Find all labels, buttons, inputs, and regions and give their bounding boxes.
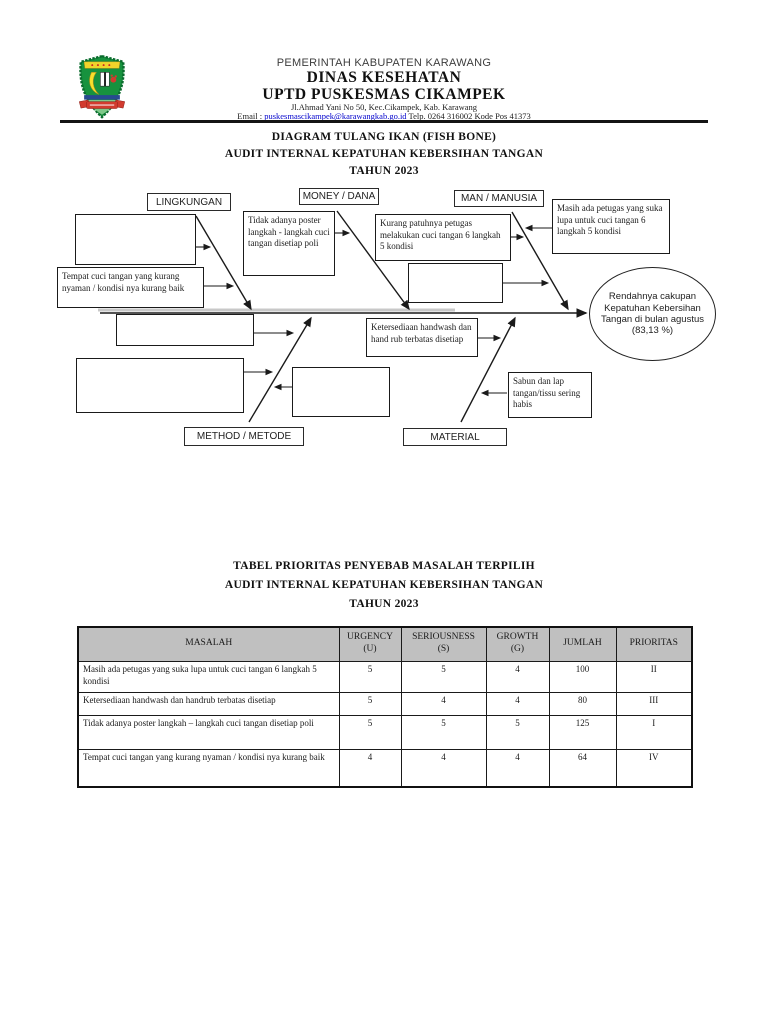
cell-masalah: Ketersediaan handwash dan handrub terbat… <box>77 691 340 716</box>
letterhead-address: Jl.Ahmad Yani No 50, Kec.Cikampek, Kab. … <box>290 102 478 112</box>
letterhead-government: PEMERINTAH KABUPATEN KARAWANG <box>276 57 492 69</box>
cell-growth: 4 <box>485 660 550 693</box>
cell-growth: 5 <box>485 714 550 750</box>
cell-seriousness: 4 <box>400 691 487 716</box>
col-header-growth-sub: (G) <box>510 644 525 655</box>
cause-box-empty-3 <box>116 314 254 346</box>
letterhead-contact-line: Email : puskesmascikampek@karawangkab.go… <box>0 111 768 121</box>
letterhead-department: DINAS KESEHATAN <box>306 69 462 86</box>
col-header-growth-label: GROWTH <box>496 632 539 643</box>
cell-jumlah: 64 <box>548 748 617 787</box>
cell-growth: 4 <box>485 748 550 787</box>
karawang-regency-seal-icon <box>76 54 128 120</box>
cause-box-empty-4 <box>76 358 244 413</box>
letterhead-unit: UPTD PUSKESMAS CIKAMPEK <box>262 86 506 103</box>
table-header-row: MASALAH URGENCY (U) SERIOUSNESS (S) GROW… <box>77 626 693 662</box>
table-row: Tidak adanya poster langkah – langkah cu… <box>77 714 693 750</box>
category-money: MONEY / DANA <box>299 188 379 205</box>
cell-jumlah: 125 <box>548 714 617 750</box>
letterhead-divider <box>60 120 708 123</box>
cell-urgency: 5 <box>338 691 402 716</box>
col-header-seriousness-label: SERIOUSNESS <box>412 632 475 643</box>
priority-table: MASALAH URGENCY (U) SERIOUSNESS (S) GROW… <box>77 626 693 788</box>
cell-masalah: Masih ada petugas yang suka lupa untuk c… <box>77 660 340 693</box>
cell-growth: 4 <box>485 691 550 716</box>
cause-box-empty-2 <box>408 263 503 303</box>
cell-prioritas: II <box>615 660 693 693</box>
cell-urgency: 4 <box>338 748 402 787</box>
col-header-urgency-label: URGENCY <box>347 632 393 643</box>
table-title-3: TAHUN 2023 <box>349 598 419 610</box>
cell-seriousness: 5 <box>400 714 487 750</box>
col-header-seriousness: SERIOUSNESS (S) <box>400 626 487 662</box>
fishbone-title-2: AUDIT INTERNAL KEPATUHAN KEBERSIHAN TANG… <box>224 148 544 160</box>
category-material: MATERIAL <box>403 428 507 446</box>
fishbone-title-1: DIAGRAM TULANG IKAN (FISH BONE) <box>271 131 497 143</box>
cell-masalah: Tidak adanya poster langkah – langkah cu… <box>77 714 340 750</box>
cause-box-tempat-cuci: Tempat cuci tangan yang kurang nyaman / … <box>57 267 204 308</box>
phone-postal-text: Telp. 0264 316002 Kode Pos 41373 <box>408 111 531 121</box>
col-header-jumlah: JUMLAH <box>548 626 617 662</box>
cause-box-empty-1 <box>75 214 196 265</box>
cell-masalah: Tempat cuci tangan yang kurang nyaman / … <box>77 748 340 787</box>
effect-oval: Rendahnya cakupan Kepatuhan Kebersihan T… <box>589 267 716 361</box>
table-title-2: AUDIT INTERNAL KEPATUHAN KEBERSIHAN TANG… <box>224 579 544 591</box>
category-method: METHOD / METODE <box>184 427 304 446</box>
table-title-1: TABEL PRIORITAS PENYEBAB MASALAH TERPILI… <box>233 560 535 572</box>
cause-box-kurang-patuh: Kurang patuhnya petugas melakukan cuci t… <box>375 214 511 261</box>
table-row: Masih ada petugas yang suka lupa untuk c… <box>77 660 693 693</box>
cause-box-handwash: Ketersediaan handwash dan hand rub terba… <box>366 318 478 357</box>
cause-box-empty-5 <box>292 367 390 417</box>
col-header-masalah: MASALAH <box>77 626 340 662</box>
cell-prioritas: III <box>615 691 693 716</box>
cell-prioritas: IV <box>615 748 693 787</box>
col-header-prioritas: PRIORITAS <box>615 626 693 662</box>
fishbone-title-3: TAHUN 2023 <box>349 165 419 177</box>
cell-jumlah: 80 <box>548 691 617 716</box>
cause-box-suka-lupa: Masih ada petugas yang suka lupa untuk c… <box>552 199 670 254</box>
table-row: Tempat cuci tangan yang kurang nyaman / … <box>77 748 693 787</box>
col-header-seriousness-sub: (S) <box>437 644 450 655</box>
cell-seriousness: 4 <box>400 748 487 787</box>
email-label: Email : <box>237 111 263 121</box>
cell-urgency: 5 <box>338 714 402 750</box>
col-header-urgency-sub: (U) <box>363 644 377 655</box>
cell-urgency: 5 <box>338 660 402 693</box>
email-link[interactable]: puskesmascikampek@karawangkab.go.id <box>264 111 407 121</box>
cell-prioritas: I <box>615 714 693 750</box>
cell-jumlah: 100 <box>548 660 617 693</box>
cause-box-poster: Tidak adanya poster langkah - langkah cu… <box>243 211 335 276</box>
col-header-growth: GROWTH (G) <box>485 626 550 662</box>
col-header-urgency: URGENCY (U) <box>338 626 402 662</box>
category-lingkungan: LINGKUNGAN <box>147 193 231 211</box>
cell-seriousness: 5 <box>400 660 487 693</box>
cause-box-sabun: Sabun dan lap tangan/tissu sering habis <box>508 372 592 418</box>
table-row: Ketersediaan handwash dan handrub terbat… <box>77 691 693 716</box>
category-man: MAN / MANUSIA <box>454 190 544 207</box>
